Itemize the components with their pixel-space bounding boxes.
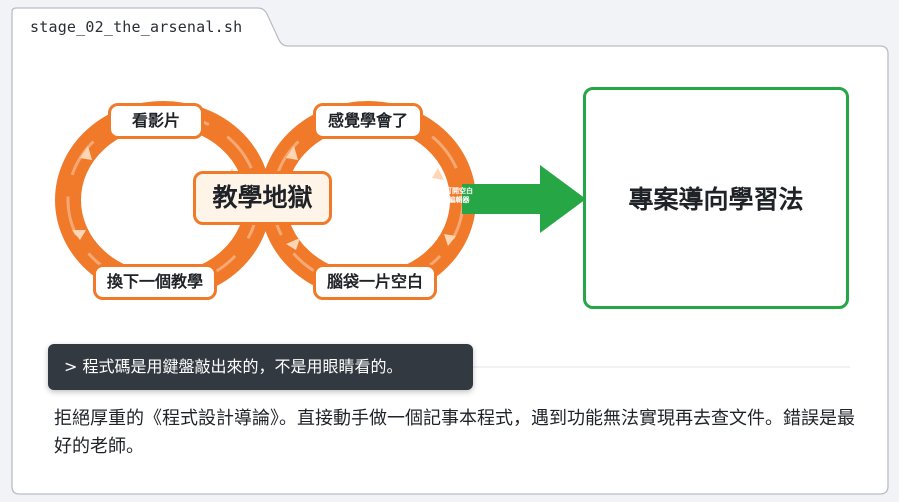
label-mind-blank: 腦袋一片空白 (313, 264, 437, 300)
label-watch-video: 看影片 (108, 103, 204, 139)
label-feel-learned: 感覺學會了 (313, 103, 423, 139)
label-next-tutorial: 換下一個教學 (93, 264, 217, 300)
target-box: 專案導向學習法 (583, 87, 849, 309)
small-label-line2: 編輯器 (448, 196, 470, 204)
tooltip: > 程式碼是用鍵盤敲出來的，不是用眼睛看的。 (48, 344, 473, 390)
small-label: 打開空白 編輯器 (436, 187, 482, 205)
tab-title[interactable]: stage_02_the_arsenal.sh (30, 18, 243, 36)
body-text: 拒絕厚重的《程式設計導論》。直接動手做一個記事本程式，遇到功能無法實現再去查文件… (54, 408, 855, 457)
target-label: 專案導向學習法 (628, 185, 804, 214)
green-arrow-icon (462, 165, 586, 233)
small-label-line1: 打開空白 (445, 187, 473, 195)
center-label: 教學地獄 (193, 171, 332, 225)
